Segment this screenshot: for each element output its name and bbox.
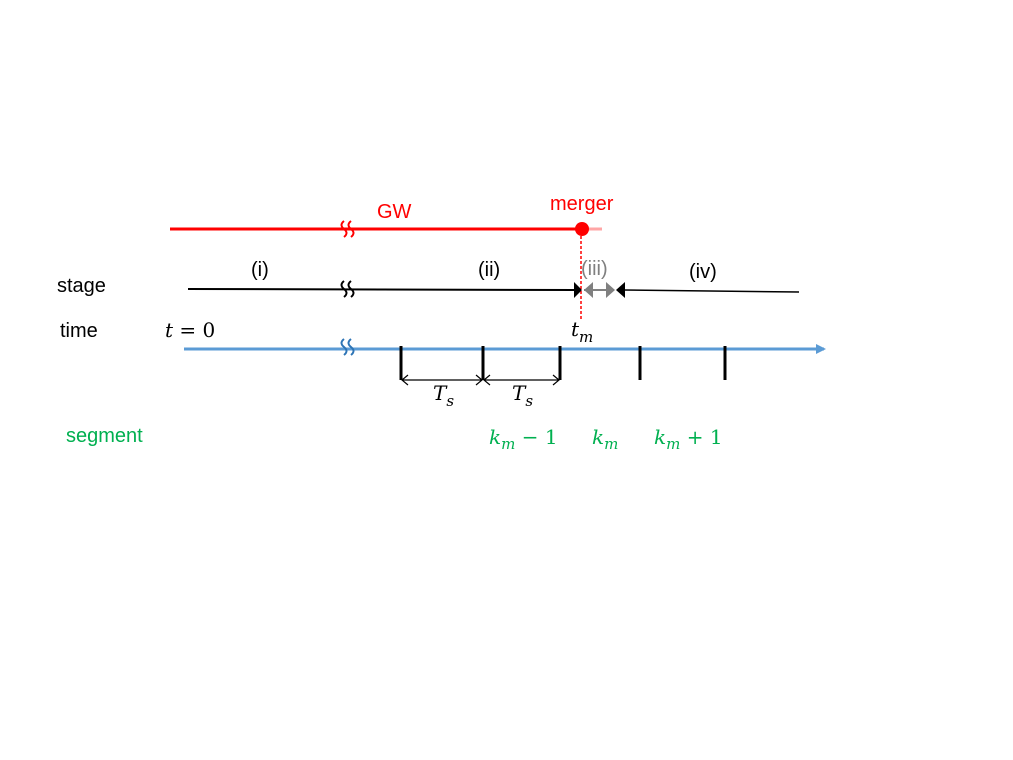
ts-span-2-arrow-left (483, 374, 491, 386)
ts-label-2: Ts (512, 381, 533, 410)
stage-iii-label: (iii) (581, 258, 608, 280)
ts-span-1-arrow-right (475, 374, 483, 386)
ts-spans (401, 374, 560, 386)
time-break-icon (340, 338, 355, 356)
stage-iii-arrowhead-left (584, 282, 593, 298)
stage-ii-label: (ii) (478, 259, 500, 281)
segment-km-minus-1: km − 1 (489, 425, 558, 453)
stage-i-label: (i) (251, 259, 269, 281)
t-merger-label: tm (571, 317, 593, 346)
stage-track: (i) (ii) (iii) (iv) (187, 258, 800, 298)
ts-span-1-arrow-left (401, 374, 409, 386)
stage-iv-label: (iv) (689, 261, 717, 283)
stage-line-right (623, 289, 800, 293)
stage-iv-arrowhead (616, 282, 625, 298)
stage-line-left (187, 288, 575, 291)
time-axis: t = 0 tm (165, 317, 826, 380)
stage-iii-arrowhead-right (606, 282, 615, 298)
stage-row-label: stage (57, 275, 106, 297)
segment-km-plus-1: km + 1 (654, 425, 723, 453)
stage-ii-arrowhead (574, 282, 582, 298)
ts-span-2-arrow-right (552, 374, 560, 386)
stage-break-icon (340, 280, 355, 298)
merger-dot (575, 222, 589, 236)
segment-km: km (592, 425, 618, 453)
t-zero-label: t = 0 (165, 318, 215, 342)
ts-label-1: Ts (433, 381, 454, 410)
gw-track: GW merger (170, 193, 614, 320)
time-row-label: time (60, 320, 98, 342)
gw-break-icon (340, 220, 355, 238)
merger-label: merger (550, 193, 614, 215)
segment-row-label: segment (66, 425, 143, 447)
gw-label: GW (377, 201, 412, 223)
